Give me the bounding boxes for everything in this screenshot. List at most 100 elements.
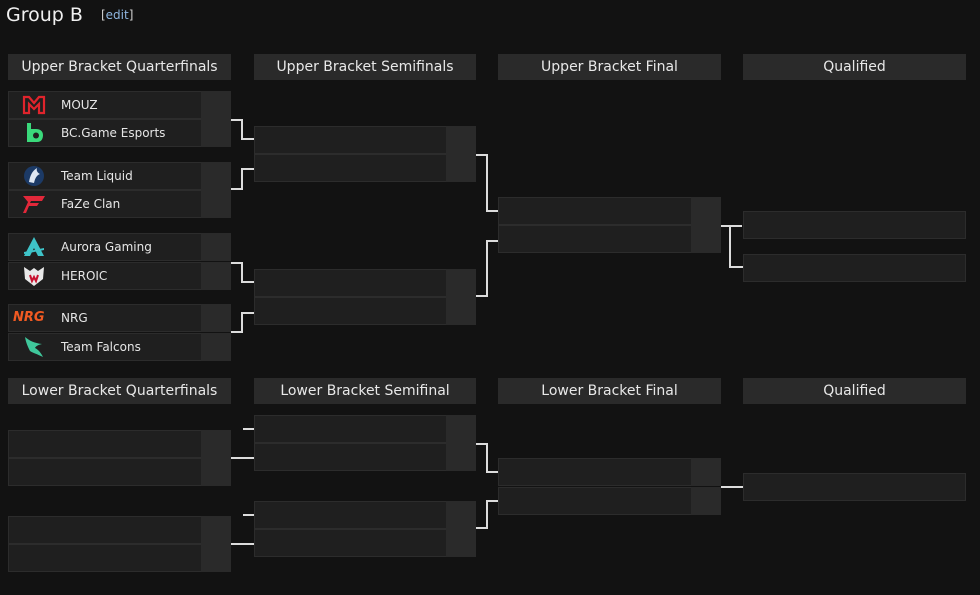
header-lower-quarterfinals: Lower Bracket Quarterfinals (8, 378, 231, 404)
score-cell (691, 458, 721, 486)
team-slot[interactable]: FaZe Clan (8, 190, 231, 218)
edit-link[interactable]: edit (105, 8, 129, 22)
bracket-connector (721, 225, 742, 227)
team-slot-empty[interactable] (254, 154, 476, 182)
bracket-connector (231, 312, 243, 333)
team-name[interactable]: HEROIC (61, 269, 108, 283)
team-slot-empty[interactable] (498, 225, 721, 253)
score-cell (201, 233, 231, 261)
team-slot-empty[interactable] (8, 430, 231, 458)
team-name[interactable]: MOUZ (61, 98, 98, 112)
bracket-connector (241, 138, 254, 140)
team-slot-empty[interactable] (254, 126, 476, 154)
group-title: Group B (6, 4, 83, 26)
mouz-logo-icon (21, 93, 47, 117)
team-slot[interactable]: BC.Game Esports (8, 119, 231, 147)
bracket-connector (476, 154, 488, 212)
score-cell (201, 91, 231, 119)
bracket-connector (476, 443, 488, 473)
qualified-slot[interactable] (743, 211, 966, 239)
score-cell (201, 162, 231, 190)
team-slot[interactable]: Team Liquid (8, 162, 231, 190)
team-name[interactable]: Team Liquid (61, 169, 133, 183)
score-cell (446, 297, 476, 325)
team-name[interactable]: BC.Game Esports (61, 126, 166, 140)
team-slot-empty[interactable] (8, 458, 231, 486)
team-slot-empty[interactable] (498, 487, 721, 515)
bracket-connector (231, 457, 254, 459)
team-slot-empty[interactable] (8, 544, 231, 572)
team-name[interactable]: Team Falcons (61, 340, 141, 354)
team-slot-empty[interactable] (254, 529, 476, 557)
team-slot[interactable]: Team Falcons (8, 333, 231, 361)
score-cell (691, 197, 721, 225)
score-cell (201, 119, 231, 147)
team-slot-empty[interactable] (498, 197, 721, 225)
bracket-connector (476, 500, 488, 529)
bracket-connector (243, 514, 254, 516)
team-slot-empty[interactable] (254, 415, 476, 443)
team-slot[interactable]: MOUZ (8, 91, 231, 119)
bracket-connector (231, 543, 254, 545)
bracket-connector (231, 119, 243, 140)
bracket-connector (729, 225, 743, 268)
score-cell (446, 443, 476, 471)
bracket-connector (241, 168, 254, 170)
score-cell (201, 516, 231, 544)
score-cell (691, 225, 721, 253)
team-name[interactable]: FaZe Clan (61, 197, 121, 211)
header-lower-qualified: Qualified (743, 378, 966, 404)
team-name[interactable]: Aurora Gaming (61, 240, 152, 254)
header-upper-quarterfinals: Upper Bracket Quarterfinals (8, 54, 231, 80)
score-cell (201, 458, 231, 486)
team-slot-empty[interactable] (254, 297, 476, 325)
team-slot-empty[interactable] (498, 458, 721, 486)
bcgame-logo-icon (21, 121, 47, 145)
score-cell (446, 415, 476, 443)
score-cell (446, 154, 476, 182)
heroic-logo-icon (21, 264, 47, 288)
score-cell (201, 304, 231, 332)
qualified-slot[interactable] (743, 473, 966, 501)
header-upper-semifinals: Upper Bracket Semifinals (254, 54, 476, 80)
team-slot[interactable]: Aurora Gaming (8, 233, 231, 261)
bracket-connector (231, 168, 243, 190)
page-title: Group B [edit] (6, 4, 133, 26)
score-cell (446, 269, 476, 297)
score-cell (446, 529, 476, 557)
header-lower-semifinal: Lower Bracket Semifinal (254, 378, 476, 404)
qualified-slot[interactable] (743, 254, 966, 282)
team-slot-empty[interactable] (8, 516, 231, 544)
team-slot-empty[interactable] (254, 443, 476, 471)
falcon-logo-icon (21, 335, 47, 359)
score-cell (446, 501, 476, 529)
score-cell (201, 544, 231, 572)
bracket-connector (721, 486, 743, 488)
aurora-logo-icon (21, 235, 47, 259)
header-lower-final: Lower Bracket Final (498, 378, 721, 404)
team-name[interactable]: NRG (61, 311, 88, 325)
score-cell (691, 487, 721, 515)
nrg-logo-icon: NRG (13, 310, 45, 325)
team-slot-empty[interactable] (254, 501, 476, 529)
score-cell (201, 333, 231, 361)
bracket-connector (486, 471, 498, 473)
bracket-connector (476, 240, 488, 297)
bracket-connector (231, 262, 243, 283)
bracket-connector (241, 312, 254, 314)
bracket-connector (241, 281, 254, 283)
liquid-horse-icon (21, 164, 47, 188)
team-slot[interactable]: NRG NRG (8, 304, 231, 332)
bracket-connector (486, 240, 498, 242)
score-cell (201, 262, 231, 290)
team-slot[interactable]: HEROIC (8, 262, 231, 290)
bracket-connector (243, 428, 254, 430)
score-cell (201, 190, 231, 218)
score-cell (446, 126, 476, 154)
faze-logo-icon (21, 192, 47, 216)
score-cell (201, 430, 231, 458)
bracket-connector (486, 210, 498, 212)
edit-link-wrapper[interactable]: [edit] (100, 8, 134, 22)
team-slot-empty[interactable] (254, 269, 476, 297)
bracket-connector (486, 500, 498, 502)
